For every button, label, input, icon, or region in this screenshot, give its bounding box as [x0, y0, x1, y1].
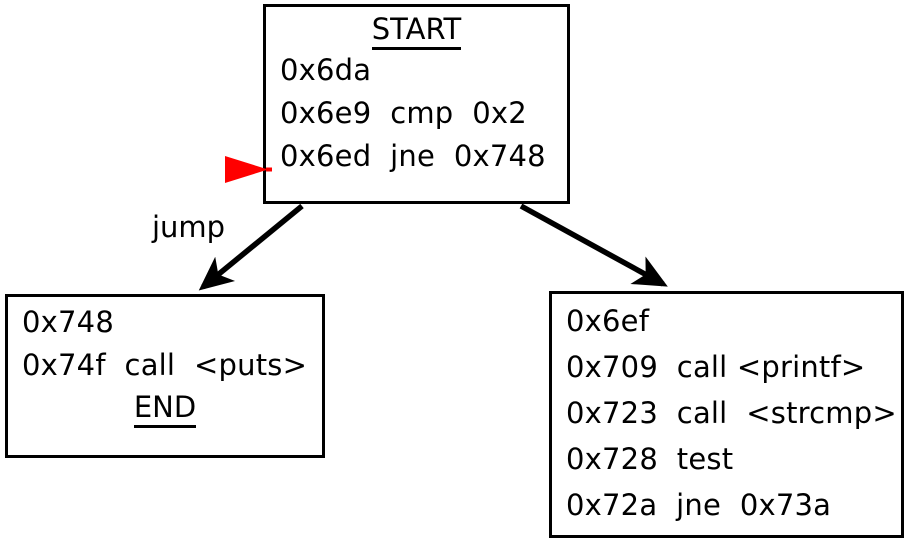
node-jump-target-block[interactable]: 0x748 0x74f call <puts> END: [5, 294, 325, 458]
node-start-title: START: [280, 9, 567, 50]
instruction-line: 0x728 test: [566, 442, 734, 476]
node-fallthrough-block[interactable]: 0x6ef 0x709 call <printf> 0x723 call <st…: [549, 291, 904, 538]
current-instruction-marker-icon: [225, 156, 272, 183]
instruction-line: 0x6e9 cmp 0x2: [280, 96, 527, 130]
node-start-block[interactable]: START 0x6da 0x6e9 cmp 0x2 0x6ed jne 0x74…: [263, 4, 570, 204]
edge-start-to-right-line: [519, 203, 668, 287]
edge-label-jump: jump: [152, 210, 226, 244]
instruction-line: 0x709 call <printf>: [566, 350, 866, 384]
node-left-content: 0x748 0x74f call <puts> END: [8, 297, 322, 431]
instruction-line: 0x6ef: [566, 304, 650, 338]
instruction-line: 0x6ed jne 0x748: [280, 139, 546, 173]
instruction-line: 0x72a jne 0x73a: [566, 488, 832, 522]
node-start-content: START 0x6da 0x6e9 cmp 0x2 0x6ed jne 0x74…: [266, 7, 567, 182]
instruction-line: 0x723 call <strcmp>: [566, 396, 897, 430]
instruction-line: 0x748: [22, 305, 114, 339]
node-right-content: 0x6ef 0x709 call <printf> 0x723 call <st…: [552, 294, 901, 532]
instruction-line: 0x6da: [280, 53, 372, 87]
instruction-line: 0x74f call <puts>: [22, 348, 308, 382]
node-left-footer: END: [22, 387, 322, 428]
